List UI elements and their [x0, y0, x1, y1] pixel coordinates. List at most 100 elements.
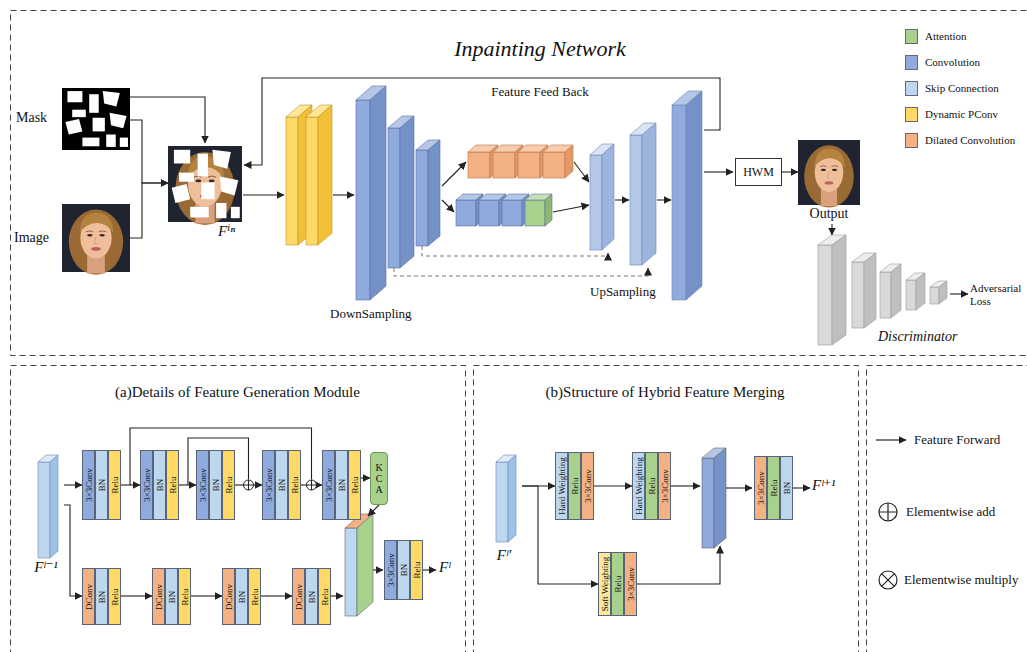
mask-picture	[62, 88, 130, 150]
connector	[64, 505, 82, 596]
layer-strip: Hard Weighting	[632, 452, 645, 520]
legend-label: Elementwise add	[906, 504, 995, 520]
dynamic-pconv-slab	[318, 105, 332, 245]
layer-label: Relu	[110, 477, 119, 494]
feature-slab	[508, 455, 516, 542]
face-picture	[62, 204, 130, 275]
layer-label: Hard Weighting	[557, 457, 566, 514]
feature-label: Fˡ	[439, 558, 450, 576]
discriminator-block	[930, 287, 939, 304]
face-picture	[62, 204, 130, 275]
dilated-conv-block: DConvBNRelu	[222, 568, 261, 625]
upsampling-slab	[602, 144, 614, 250]
feature-slab	[38, 462, 50, 558]
discriminator-block	[832, 235, 846, 345]
panel-frame	[11, 11, 1027, 356]
feature-wire	[657, 199, 671, 200]
layer-strip: Relu	[248, 568, 261, 625]
layer-label: BN	[97, 590, 106, 603]
node-label: Output	[810, 206, 849, 223]
layer-label: Relu	[168, 477, 177, 494]
attention-row-cube	[502, 200, 522, 226]
convolution-slab	[356, 100, 370, 300]
layer-label: Relu	[180, 588, 189, 605]
upsampling-slab	[590, 91, 702, 300]
upsampling-slab	[686, 91, 702, 300]
layer-label: 3×3Conv	[142, 468, 151, 502]
dilated-convolution-cube	[493, 152, 515, 178]
layer-strip: Relu	[318, 568, 331, 625]
connector	[261, 595, 292, 596]
panel-frame	[11, 11, 1027, 652]
feature-wire	[553, 205, 589, 212]
legend-label: Dilated Convolution	[925, 134, 1015, 147]
discriminator-block	[852, 262, 864, 328]
module-wire	[637, 546, 720, 584]
layer-strip: 3×3Conv	[82, 450, 95, 520]
module-wire	[793, 487, 810, 488]
layer-label: BN	[277, 479, 286, 492]
feature-wire	[442, 200, 454, 212]
upsampling-slab	[630, 135, 642, 265]
skip-wire	[422, 246, 608, 256]
connector	[831, 224, 832, 235]
layer-label: Relu	[412, 562, 421, 579]
legend-swatch	[905, 55, 918, 70]
feature-wire	[130, 97, 205, 143]
legend-sample	[879, 503, 897, 521]
layer-strip: Relu	[178, 568, 191, 625]
connector	[361, 477, 370, 478]
layer-strip: BN	[165, 568, 178, 625]
feature-wire	[950, 293, 968, 294]
layer-label: DConv	[294, 583, 303, 609]
legend-label: Attention	[925, 30, 967, 43]
connector	[594, 485, 632, 486]
layer-label: Relu	[350, 477, 359, 494]
dilated-convolution-cube	[468, 152, 490, 178]
feature-wire	[442, 162, 466, 186]
convolution-slab	[370, 86, 386, 300]
discriminator-block	[818, 245, 832, 345]
layer-strip: Relu	[222, 450, 235, 520]
connector	[191, 595, 222, 596]
feature-input: Fˡ′	[486, 450, 522, 566]
hwm-box: HWM	[735, 158, 782, 186]
upsampling-slab	[642, 123, 656, 265]
layer-label: BN	[307, 590, 316, 603]
layer-label: BN	[155, 479, 164, 492]
attention-row-cube	[456, 200, 476, 226]
dynamic-pconv-slab	[286, 117, 298, 245]
discriminator-block	[906, 280, 916, 310]
layer-strip: BN	[397, 540, 410, 600]
layer-label: Hard Weighting	[634, 457, 643, 514]
feature-input: Fˡ⁻¹	[28, 450, 64, 578]
conv-block: 3×3ConvBNRelu	[384, 540, 423, 600]
legend-label: Dynamic PConv	[925, 108, 998, 121]
feature-label: Fˡ⁺¹	[812, 476, 836, 494]
merge-slab	[345, 448, 726, 616]
legend-sample	[876, 439, 906, 440]
module-wire	[331, 595, 343, 596]
attention-row-cube	[525, 200, 545, 226]
mask-picture	[62, 88, 130, 150]
layer-strip: 3×3Conv	[754, 456, 767, 520]
output-image: Output	[798, 140, 860, 224]
layer-label: Relu	[647, 478, 656, 495]
feature-wire	[574, 162, 589, 182]
node-label: Mask	[16, 110, 47, 127]
layer-strip: Relu	[108, 450, 121, 520]
feature-slab	[496, 462, 508, 542]
feature-wire	[704, 171, 733, 172]
layer-strip: DConv	[152, 568, 165, 625]
layer-label: BN	[97, 479, 106, 492]
layer-label: 3×3Conv	[198, 468, 207, 502]
connector	[64, 484, 82, 485]
attention-box: KCA	[370, 452, 388, 505]
layer-strip: DConv	[222, 568, 235, 625]
conv-block: 3×3ConvBNRelu	[322, 450, 361, 520]
convolution-slab	[416, 150, 428, 246]
legend-swatch	[905, 107, 918, 122]
discriminator-block	[864, 253, 876, 328]
layer-strip: 3×3Conv	[140, 450, 153, 520]
